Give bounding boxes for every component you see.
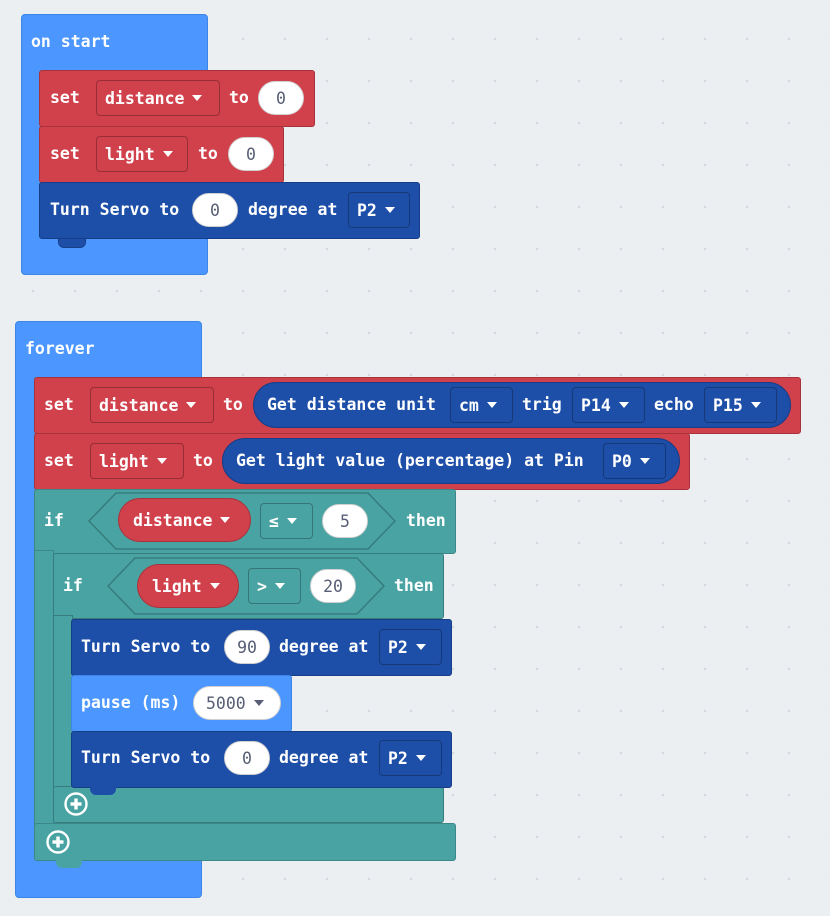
get-light-label: Get light value (percentage) at Pin [236, 451, 584, 470]
on-start-label: on start [31, 32, 111, 51]
turn-servo-label: Turn Servo to [50, 200, 180, 219]
distance-initial-value-input[interactable]: 0 [258, 81, 304, 115]
if-distance-footer [34, 823, 456, 861]
add-else-plus-icon[interactable] [64, 792, 88, 816]
get-distance-reporter[interactable] [253, 382, 791, 428]
comparison-operator-dropdown[interactable]: ≤ [260, 503, 313, 539]
if-distance-c-arm [34, 550, 54, 830]
dropdown-caret-icon [274, 583, 285, 589]
comparison-operator-dropdown[interactable]: > [248, 568, 301, 604]
then-keyword: then [394, 576, 434, 595]
degree-at-label: degree at [248, 200, 338, 219]
distance-threshold-input[interactable]: 5 [322, 504, 368, 538]
set-keyword: set [50, 144, 80, 163]
variable-dropdown-distance[interactable]: distance [96, 80, 220, 116]
if-keyword: if [44, 511, 64, 530]
forever-label: forever [25, 339, 95, 358]
light-variable-pill[interactable]: light [137, 564, 239, 608]
set-keyword: set [44, 395, 74, 414]
dropdown-caret-icon [415, 755, 426, 761]
distance-variable-pill[interactable]: distance [118, 498, 251, 542]
servo-pin-dropdown[interactable]: P2 [379, 740, 442, 776]
block-notch [58, 238, 86, 248]
dropdown-caret-icon [192, 95, 203, 101]
dropdown-caret-icon [162, 151, 173, 157]
dropdown-caret-icon [384, 207, 395, 213]
light-initial-value-input[interactable]: 0 [228, 137, 274, 171]
variable-dropdown-light[interactable]: light [90, 443, 184, 479]
echo-pin-dropdown[interactable]: P15 [704, 387, 777, 423]
to-keyword: to [229, 88, 249, 107]
echo-label: echo [654, 395, 694, 414]
set-keyword: set [50, 88, 80, 107]
servo-angle-input[interactable]: 0 [224, 741, 270, 775]
pause-label: pause (ms) [81, 693, 181, 712]
dropdown-caret-icon [209, 583, 220, 589]
to-keyword: to [223, 395, 243, 414]
dropdown-caret-icon [220, 517, 231, 523]
dropdown-caret-icon [253, 700, 264, 706]
variable-dropdown-light[interactable]: light [96, 136, 188, 172]
block-notch [90, 787, 116, 795]
servo-pin-dropdown[interactable]: P2 [348, 192, 410, 228]
servo-angle-input[interactable]: 0 [192, 193, 238, 227]
dropdown-caret-icon [415, 644, 426, 650]
if-light-c-arm [53, 615, 73, 790]
dropdown-caret-icon [750, 402, 761, 408]
trig-label: trig [522, 395, 562, 414]
dropdown-caret-icon [486, 402, 497, 408]
trig-pin-dropdown[interactable]: P14 [572, 387, 645, 423]
to-keyword: to [198, 144, 218, 163]
if-keyword: if [63, 576, 83, 595]
turn-servo-label: Turn Servo to [81, 748, 211, 767]
variable-dropdown-distance[interactable]: distance [90, 387, 214, 423]
to-keyword: to [193, 451, 213, 470]
dropdown-caret-icon [618, 402, 629, 408]
block-notch [56, 860, 82, 868]
degree-at-label: degree at [279, 637, 369, 656]
turn-servo-label: Turn Servo to [81, 637, 211, 656]
servo-pin-dropdown[interactable]: P2 [379, 629, 442, 665]
light-threshold-input[interactable]: 20 [310, 569, 356, 603]
unit-dropdown[interactable]: cm [450, 387, 513, 423]
pause-duration-dropdown[interactable]: 5000 [193, 686, 281, 720]
set-keyword: set [44, 451, 74, 470]
get-distance-label: Get distance unit [267, 395, 436, 414]
servo-angle-input[interactable]: 90 [224, 630, 270, 664]
then-keyword: then [406, 511, 446, 530]
degree-at-label: degree at [279, 748, 369, 767]
light-pin-dropdown[interactable]: P0 [603, 443, 666, 479]
dropdown-caret-icon [286, 518, 297, 524]
dropdown-caret-icon [186, 402, 197, 408]
dropdown-caret-icon [156, 458, 167, 464]
add-else-plus-icon[interactable] [46, 830, 70, 854]
dropdown-caret-icon [639, 458, 650, 464]
